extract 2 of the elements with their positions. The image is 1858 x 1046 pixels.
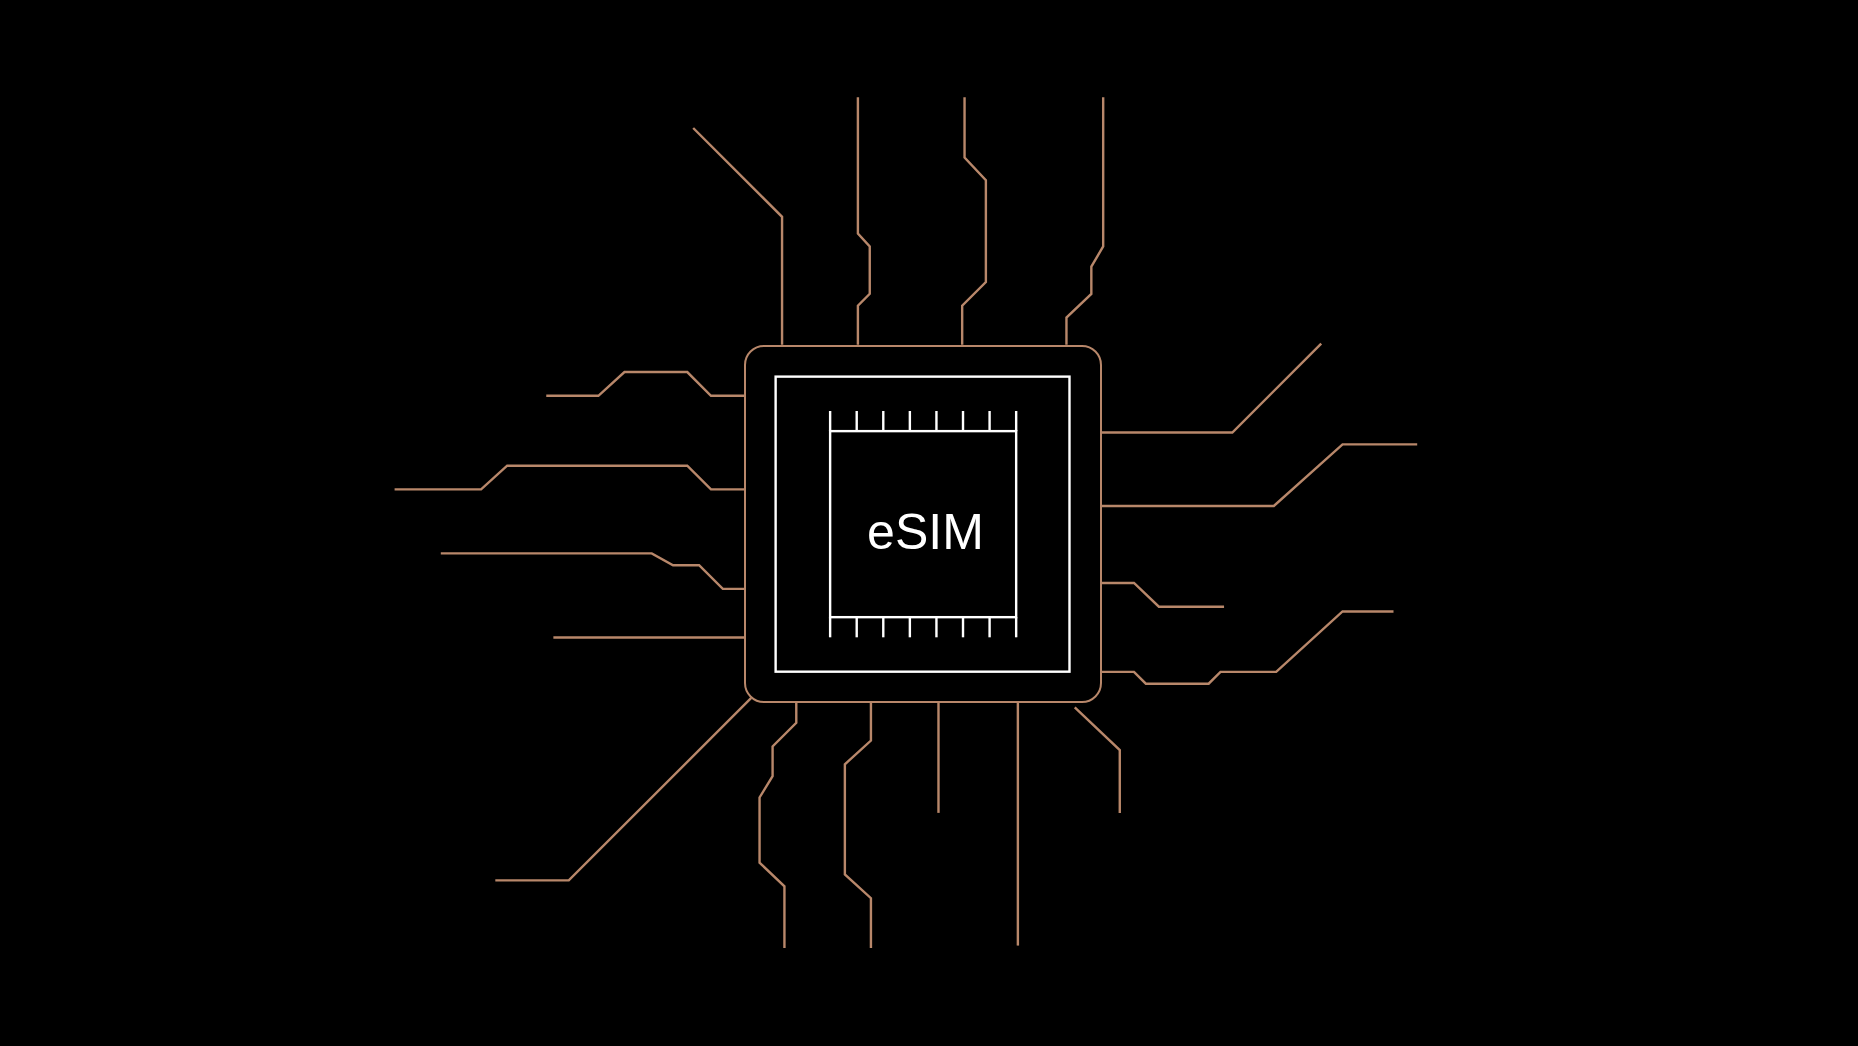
chip-label: eSIM <box>867 507 984 558</box>
chip-package <box>744 344 1102 703</box>
